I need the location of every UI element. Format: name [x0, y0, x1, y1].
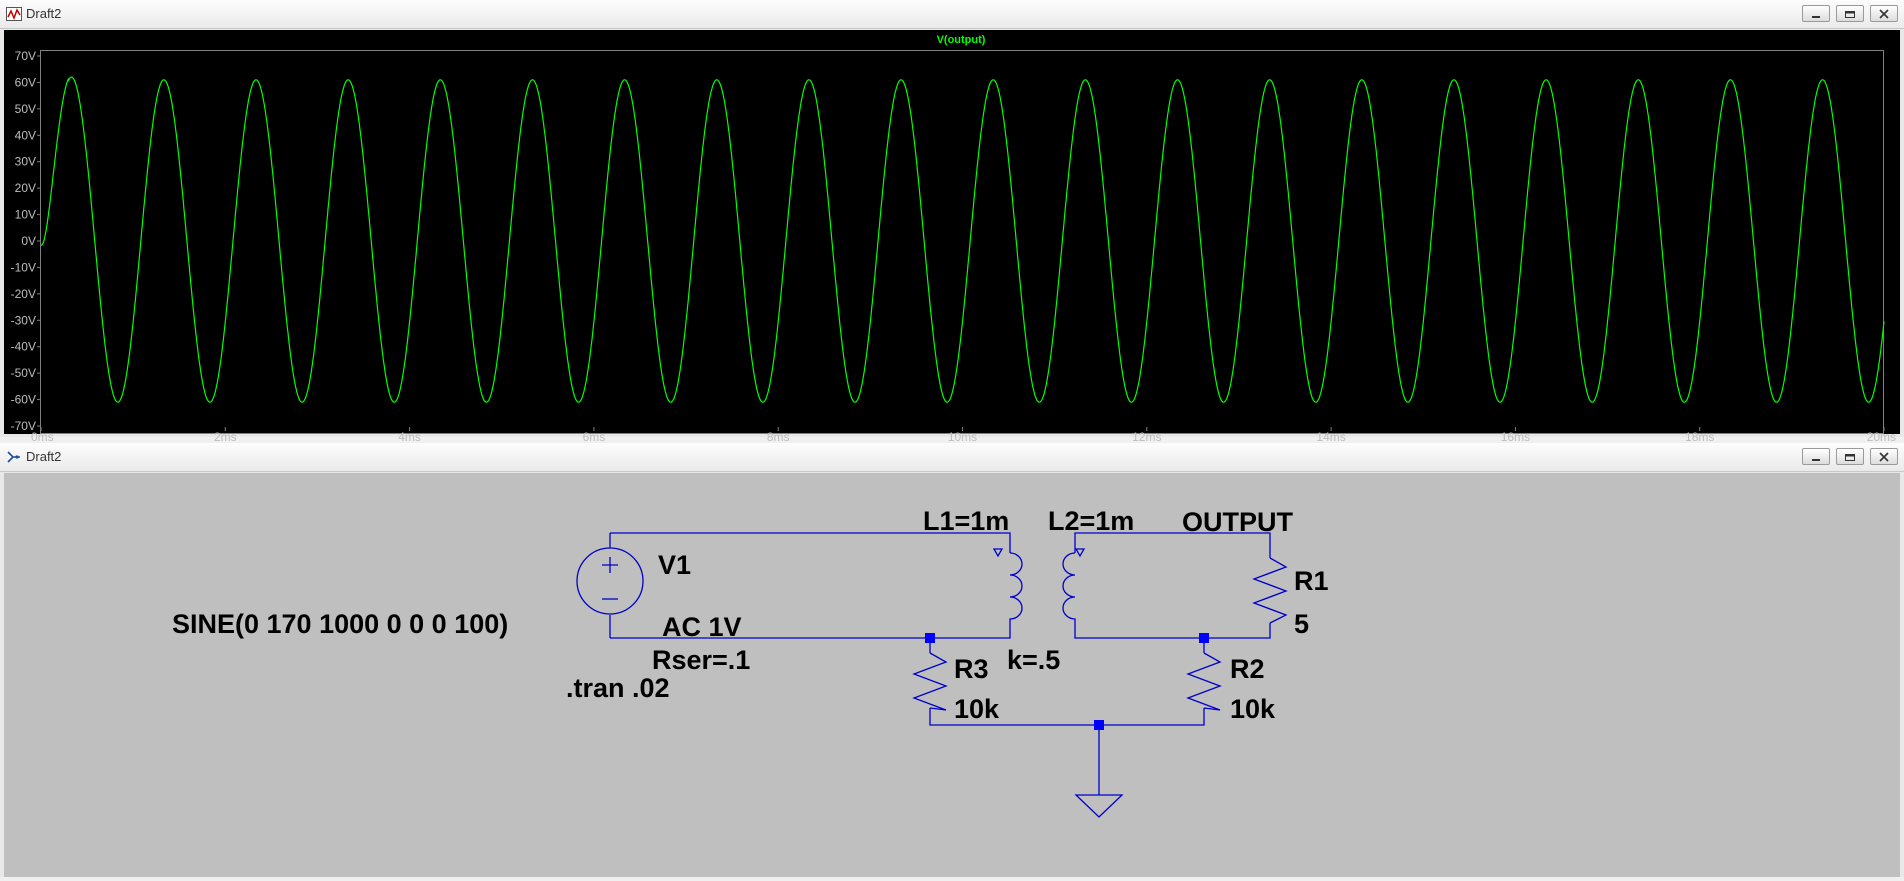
v1-name-label[interactable]: V1 — [658, 550, 691, 580]
y-tick-label: 60V — [15, 75, 36, 89]
junction-node — [1199, 633, 1209, 643]
close-button[interactable] — [1870, 448, 1898, 465]
waveform-titlebar[interactable]: Draft2 — [0, 0, 1904, 29]
r1-resistor[interactable] — [1252, 557, 1288, 624]
x-tick-label: 12ms — [1132, 430, 1161, 444]
schematic-window: Draft2 — [0, 443, 1904, 877]
minimize-icon — [1812, 458, 1820, 461]
x-tick-label: 14ms — [1316, 430, 1345, 444]
x-axis: 0ms 2ms 4ms 6ms 8ms 10ms 12ms 14ms 16ms 18ms 20ms — [31, 427, 1896, 444]
restore-button[interactable] — [1836, 5, 1864, 22]
junction-node — [925, 633, 935, 643]
y-tick-label: 30V — [15, 155, 36, 169]
close-icon — [1879, 8, 1889, 19]
r2-value-label[interactable]: 10k — [1230, 694, 1276, 724]
y-tick-label: -40V — [11, 340, 36, 354]
ground-symbol[interactable] — [1074, 794, 1124, 818]
tran-directive[interactable]: .tran .02 — [566, 673, 670, 703]
minimize-button[interactable] — [1802, 448, 1830, 465]
restore-icon — [1845, 453, 1855, 461]
restore-icon — [1845, 10, 1855, 18]
x-tick-label: 16ms — [1501, 430, 1530, 444]
r3-resistor[interactable] — [912, 652, 948, 711]
y-tick-label: -60V — [11, 393, 36, 407]
x-tick-label: 2ms — [214, 430, 237, 444]
trace-label[interactable]: V(output) — [937, 34, 986, 46]
r3-value-label[interactable]: 10k — [954, 694, 1000, 724]
y-tick-label: 10V — [15, 208, 36, 222]
schematic-canvas[interactable]: V1 SINE(0 170 1000 0 0 0 100) AC 1V Rser… — [4, 473, 1900, 877]
x-tick-label: 6ms — [583, 430, 606, 444]
wire-top-right[interactable] — [1074, 532, 1271, 558]
r2-resistor[interactable] — [1186, 652, 1222, 711]
close-button[interactable] — [1870, 5, 1898, 22]
y-tick-label: -10V — [11, 260, 36, 274]
v1-rser-label[interactable]: Rser=.1 — [652, 645, 750, 675]
r1-value-label[interactable]: 5 — [1294, 609, 1309, 639]
minimize-button[interactable] — [1802, 5, 1830, 22]
y-tick-label: 0V — [21, 234, 36, 248]
wire-top-left[interactable] — [610, 532, 1011, 553]
waveform-window: Draft2 V(output) 70V 60V 50V 40V 30V 20V 10V 0V… — [0, 0, 1904, 444]
waveform-chart[interactable]: V(output) 70V 60V 50V 40V 30V 20V 10V 0V -10V -20… — [4, 30, 1900, 444]
trace-v-output[interactable] — [40, 76, 1885, 403]
l2-label[interactable]: L2=1m — [1048, 506, 1134, 536]
y-tick-label: -70V — [11, 419, 36, 433]
close-icon — [1879, 451, 1889, 462]
x-tick-label: 20ms — [1867, 430, 1896, 444]
y-tick-label: 50V — [15, 102, 36, 116]
y-axis: 70V 60V 50V 40V 30V 20V 10V 0V -10V -20V -30V -40V -… — [11, 49, 41, 433]
y-tick-label: 40V — [15, 128, 36, 142]
x-tick-label: 18ms — [1685, 430, 1714, 444]
junction-node — [1094, 720, 1104, 730]
coupling-label[interactable]: k=.5 — [1007, 645, 1060, 675]
r3-name-label[interactable]: R3 — [954, 654, 989, 684]
y-tick-label: -50V — [11, 366, 36, 380]
y-tick-label: 20V — [15, 181, 36, 195]
v1-value-label[interactable]: SINE(0 170 1000 0 0 0 100) — [172, 609, 508, 639]
wire-bottom-right[interactable] — [1074, 623, 1271, 639]
waveform-app-icon — [6, 7, 22, 21]
v1-ac-label[interactable]: AC 1V — [662, 612, 742, 642]
y-tick-label: -20V — [11, 287, 36, 301]
schematic-app-icon — [7, 451, 20, 463]
x-tick-label: 8ms — [767, 430, 790, 444]
wire-bottom-left[interactable] — [610, 623, 1011, 639]
schematic-window-title: Draft2 — [26, 449, 62, 464]
l2-inductor[interactable] — [1062, 548, 1086, 623]
restore-button[interactable] — [1836, 448, 1864, 465]
waveform-window-title: Draft2 — [26, 6, 62, 21]
minimize-icon — [1812, 15, 1820, 18]
schematic-titlebar[interactable]: Draft2 — [0, 443, 1904, 472]
l1-inductor[interactable] — [992, 548, 1023, 623]
v1-voltage-source[interactable] — [576, 547, 644, 615]
y-tick-label: -30V — [11, 313, 36, 327]
plot-frame — [40, 50, 1884, 434]
l1-label[interactable]: L1=1m — [923, 506, 1009, 536]
x-tick-label: 0ms — [31, 430, 54, 444]
y-tick-label: 70V — [15, 49, 36, 63]
schematic-drawing[interactable]: V1 SINE(0 170 1000 0 0 0 100) AC 1V Rser… — [4, 473, 1900, 877]
r2-name-label[interactable]: R2 — [1230, 654, 1265, 684]
waveform-plot-area[interactable]: V(output) 70V 60V 50V 40V 30V 20V 10V 0V -10V -20… — [4, 30, 1900, 444]
x-tick-label: 10ms — [948, 430, 977, 444]
x-tick-label: 4ms — [398, 430, 421, 444]
wire-bottom-rail[interactable] — [929, 708, 1205, 726]
r1-name-label[interactable]: R1 — [1294, 566, 1329, 596]
net-label-output[interactable]: OUTPUT — [1182, 507, 1294, 537]
